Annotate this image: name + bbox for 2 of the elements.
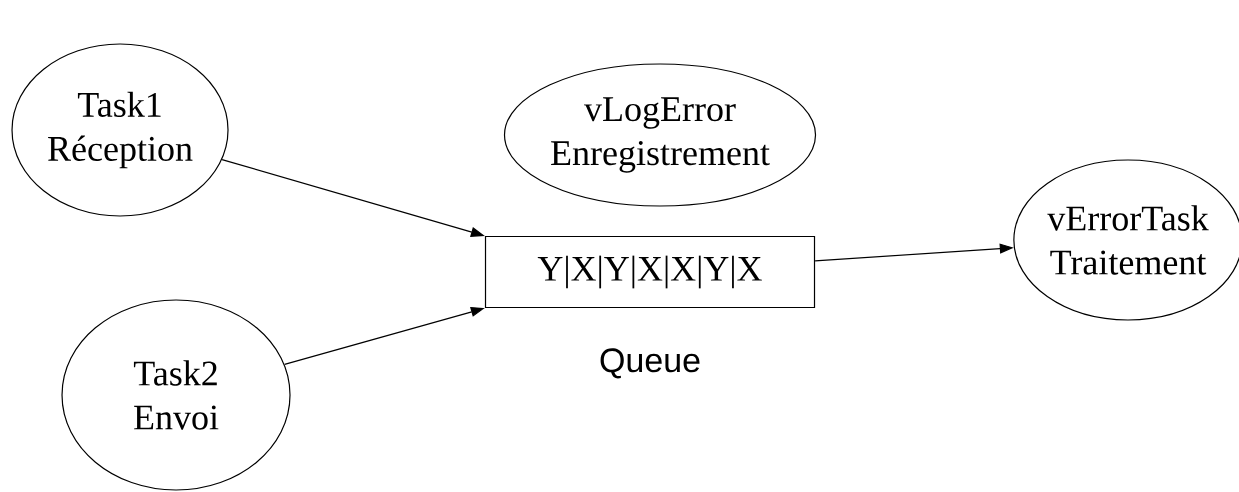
- queue-box: Y|X|Y|X|X|Y|X: [484, 235, 816, 309]
- caption-text: Queue: [600, 348, 700, 379]
